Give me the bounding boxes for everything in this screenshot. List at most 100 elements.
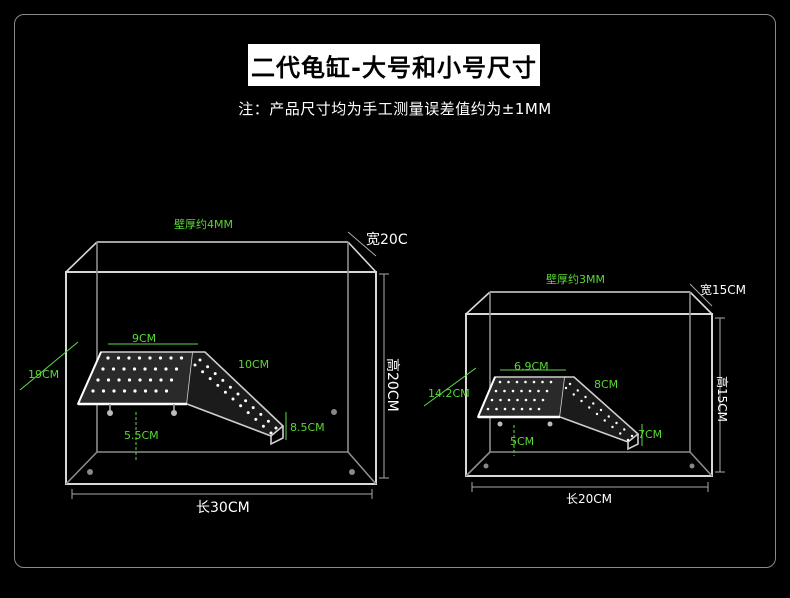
drain-hole <box>246 411 250 415</box>
drain-hole <box>122 389 127 393</box>
drain-hole <box>564 386 568 390</box>
drain-hole <box>111 367 116 371</box>
small-dimension-lines <box>423 283 725 492</box>
drain-hole <box>545 389 549 393</box>
drain-hole <box>511 389 515 393</box>
drain-hole <box>595 412 599 416</box>
drain-hole <box>520 389 523 393</box>
small-length-label: 长20CM <box>566 492 612 506</box>
drain-hole <box>148 356 152 360</box>
drain-hole <box>143 389 148 393</box>
drain-hole <box>615 421 618 425</box>
small-ramp-holes <box>564 382 634 442</box>
drain-hole <box>221 378 225 382</box>
drain-hole <box>611 425 614 429</box>
drain-hole <box>148 378 153 382</box>
drain-hole <box>254 417 258 421</box>
drain-hole <box>236 392 240 396</box>
drain-hole <box>251 406 255 410</box>
drain-hole <box>143 367 147 371</box>
drain-hole <box>576 389 579 392</box>
large-wall-thickness-label: 壁厚约4MM <box>174 217 233 231</box>
drain-hole <box>507 380 510 384</box>
drain-hole <box>101 389 106 393</box>
drain-hole <box>528 389 532 393</box>
drain-hole <box>499 398 502 402</box>
drain-hole <box>507 398 511 402</box>
drain-hole <box>153 367 158 371</box>
large-platform-height-label: 5.5CM <box>124 429 159 442</box>
drain-hole <box>490 398 494 402</box>
drain-hole <box>592 402 595 405</box>
drain-hole <box>127 356 131 360</box>
drain-hole <box>503 407 507 411</box>
drain-hole <box>512 407 515 411</box>
drain-hole <box>159 378 163 382</box>
drain-hole <box>216 383 220 387</box>
drain-hole <box>520 407 524 411</box>
large-tank-top-edges <box>65 241 377 273</box>
drain-hole <box>607 415 610 418</box>
small-tank-back-edges <box>489 292 691 453</box>
page-title: 二代龟缸-大号和小号尺寸 <box>251 53 537 82</box>
drain-hole <box>117 378 121 382</box>
drain-hole <box>198 358 202 362</box>
small-wall-thickness-label: 壁厚约3MM <box>546 272 605 286</box>
drain-hole <box>541 398 545 402</box>
small-ramp-length-label: 8CM <box>594 378 618 391</box>
drain-hole <box>228 385 232 389</box>
drain-hole <box>588 406 591 409</box>
drain-hole <box>494 389 498 393</box>
drain-hole <box>626 438 630 442</box>
drain-hole <box>154 389 158 393</box>
drain-hole <box>266 419 270 423</box>
drain-hole <box>486 407 490 411</box>
drain-hole <box>101 367 105 371</box>
drain-hole <box>603 419 606 422</box>
drain-hole <box>127 378 132 382</box>
drain-hole <box>515 380 519 384</box>
large-ramp-length-label: 10CM <box>238 358 269 371</box>
drain-hole <box>179 356 184 360</box>
drain-hole <box>164 389 169 393</box>
drain-hole <box>599 408 603 412</box>
drain-hole <box>524 380 527 384</box>
drain-hole <box>169 356 173 360</box>
drain-hole <box>533 398 536 402</box>
drain-hole <box>584 395 587 399</box>
title-banner: 二代龟缸-大号和小号尺寸 <box>248 44 540 86</box>
drain-hole <box>549 380 553 384</box>
drain-hole <box>158 356 163 360</box>
drain-hole <box>244 399 248 403</box>
drain-hole <box>274 426 278 430</box>
drain-hole <box>106 378 111 382</box>
large-ramp-holes <box>193 358 278 435</box>
small-platform-holes <box>486 380 553 411</box>
drain-hole <box>201 370 205 374</box>
drain-hole <box>259 412 263 416</box>
small-tank-top-edges <box>465 291 713 315</box>
drain-hole <box>572 393 575 396</box>
large-ramp-height-label: 8.5CM <box>290 421 325 434</box>
drain-hole <box>206 365 210 369</box>
large-platform <box>76 351 194 405</box>
large-height-label: 高20CM <box>384 358 401 412</box>
drain-hole <box>137 356 142 360</box>
small-tank-bottom-edges <box>465 451 713 477</box>
small-height-label: 高15CM <box>715 376 730 422</box>
large-tank-back-edges <box>96 242 349 453</box>
drain-hole <box>503 389 506 393</box>
drain-hole <box>261 424 265 428</box>
drain-hole <box>116 356 121 360</box>
small-platform-width-label: 6.9CM <box>514 360 549 373</box>
drain-hole <box>133 389 137 393</box>
drain-hole <box>106 356 110 360</box>
large-tank <box>65 241 377 485</box>
drain-hole <box>223 390 227 394</box>
drain-hole <box>516 398 519 402</box>
drain-hole <box>164 367 168 371</box>
drain-hole <box>91 389 95 393</box>
large-width-label: 宽20C <box>366 231 408 248</box>
drain-hole <box>122 367 126 371</box>
drain-hole <box>568 382 572 386</box>
